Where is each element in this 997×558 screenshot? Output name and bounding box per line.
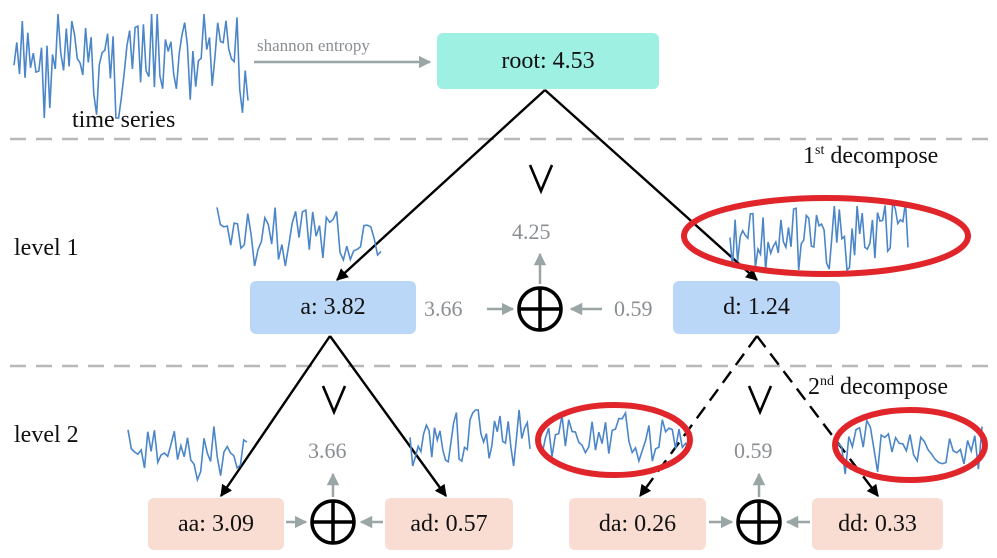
second-decompose-label: 2nd decompose <box>808 374 948 401</box>
approximation-a-signal <box>216 207 382 267</box>
node-aa: aa: 3.09 <box>148 498 284 550</box>
edge-a-to-aa <box>220 335 331 497</box>
first-decompose-superscript: st <box>815 143 825 158</box>
detail-d-signal <box>729 201 909 272</box>
detail-ad-signal <box>409 409 531 467</box>
node-dd: dd: 0.33 <box>812 498 943 550</box>
detail-dd-signal <box>837 417 983 475</box>
highlight-ellipse-d <box>681 195 971 277</box>
node-root: root: 4.53 <box>437 33 659 89</box>
sum-level-2-right-value: 0.59 <box>734 438 773 463</box>
time-series-signal <box>13 13 249 119</box>
plus-circle-icon <box>736 499 782 545</box>
approximation-da-signal <box>541 410 690 464</box>
first-decompose-number: 1 <box>803 143 815 169</box>
a-part-value: 3.66 <box>424 296 463 321</box>
greater-than-icon <box>747 385 773 416</box>
level-2-label: level 2 <box>14 422 79 448</box>
approximation-aa-signal <box>127 426 248 483</box>
node-a: a: 3.82 <box>250 281 416 334</box>
d-part-value: 0.59 <box>614 296 653 321</box>
sum-level-2-left-value: 3.66 <box>308 438 347 463</box>
sum-level-1-value: 4.25 <box>512 219 551 244</box>
plus-circle-icon <box>517 286 563 332</box>
plus-circle-icon <box>310 499 356 545</box>
edge-a-to-ad <box>329 335 447 497</box>
highlight-ellipse-dd <box>832 407 988 483</box>
edge-d-to-da <box>639 335 758 497</box>
edge-root-to-d <box>544 89 758 281</box>
time-series-label: time series <box>72 107 176 133</box>
level-1-label: level 1 <box>14 235 79 261</box>
first-decompose-text: decompose <box>824 143 939 169</box>
edge-root-to-a <box>336 89 546 281</box>
node-ad: ad: 0.57 <box>385 498 513 550</box>
second-decompose-number: 2 <box>808 374 820 400</box>
second-decompose-superscript: nd <box>820 374 834 389</box>
node-d: d: 1.24 <box>673 281 840 334</box>
greater-than-icon <box>528 164 554 195</box>
greater-than-icon <box>321 385 347 416</box>
first-decompose-label: 1st decompose <box>803 143 938 170</box>
node-da: da: 0.26 <box>569 498 706 550</box>
shannon-entropy-label: shannon entropy <box>257 36 370 55</box>
second-decompose-text: decompose <box>834 374 948 400</box>
highlight-ellipse-da <box>535 402 693 478</box>
